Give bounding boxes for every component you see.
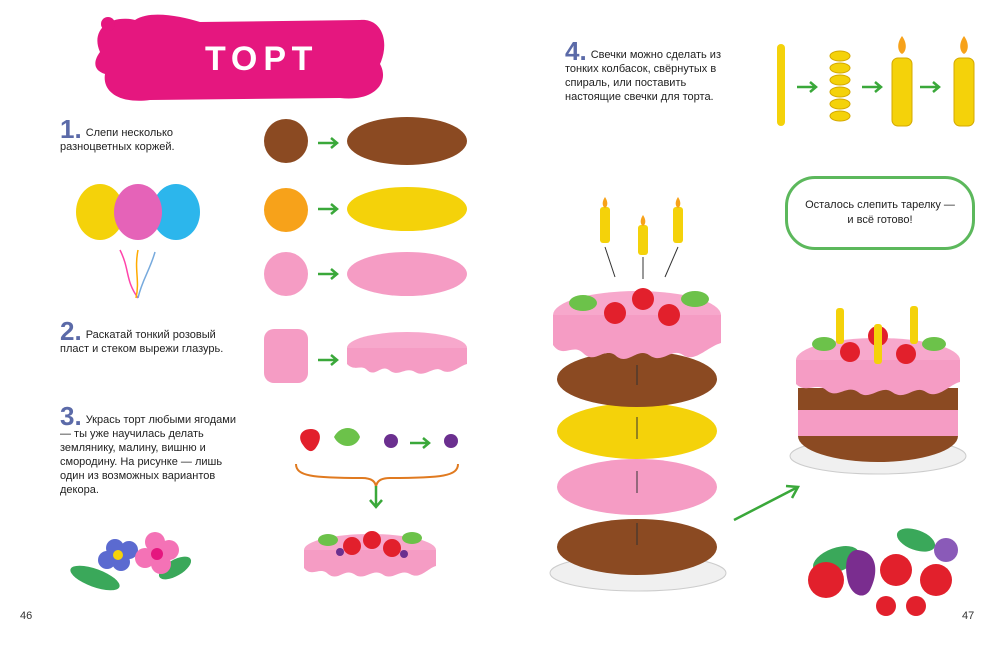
- pink-sheet-icon: [264, 329, 308, 383]
- strawberry-icon: [300, 429, 320, 452]
- step-2-number: 2.: [60, 316, 82, 346]
- orange-ball-icon: [264, 188, 308, 232]
- finished-cake-icon: [789, 306, 967, 475]
- yellow-layer-icon: [347, 187, 467, 231]
- page-title: ТОРТ: [205, 40, 319, 78]
- page-number-left: 46: [20, 610, 33, 622]
- candle-icon: [953, 36, 975, 127]
- icing-icon: [347, 332, 467, 374]
- cake-assembly-diagram: [549, 197, 727, 592]
- pink-ball-icon: [264, 252, 308, 296]
- flowers-icon: [70, 532, 192, 591]
- candle-icon: [891, 36, 913, 127]
- step-4-text: Свечки можно сделать из тонких колбасок,…: [565, 49, 721, 103]
- arrow-icon: [797, 81, 818, 93]
- arrow-icon: [318, 137, 339, 149]
- brace-icon: [295, 463, 459, 509]
- currant-icon: [384, 434, 398, 448]
- decorated-icing-icon: [304, 531, 436, 577]
- brown-ball-icon: [264, 119, 308, 163]
- pink-layer-icon: [347, 252, 467, 296]
- step-3: 3.Укрась торт любыми ягодами — ты уже на…: [60, 403, 240, 497]
- brown-layer-icon: [347, 117, 467, 165]
- currant-icon: [444, 434, 458, 448]
- leaf-icon: [334, 428, 360, 446]
- arrow-icon: [318, 268, 339, 280]
- step-2: 2.Раскатай тонкий розовый пласт и стеком…: [60, 318, 230, 356]
- arrow-icon: [862, 81, 883, 93]
- balloons-icon: [76, 184, 200, 299]
- step-2-text: Раскатай тонкий розовый пласт и стеком в…: [60, 329, 224, 355]
- step-1-text: Слепи несколько разноцветных коржей.: [60, 127, 175, 153]
- final-note: Осталось слепить тарелку — и всё готово!: [785, 176, 975, 250]
- step-3-text: Укрась торт любыми ягодами — ты уже науч…: [60, 414, 237, 496]
- arrow-icon: [920, 81, 941, 93]
- step-1: 1.Слепи несколько разноцветных коржей.: [60, 116, 210, 154]
- arrow-icon: [410, 437, 431, 449]
- candle-roll-icon: [777, 44, 785, 126]
- step-4: 4.Свечки можно сделать из тонких колбасо…: [565, 38, 745, 104]
- step-1-number: 1.: [60, 114, 82, 144]
- candle-spiral-icon: [829, 50, 851, 122]
- arrow-icon: [318, 354, 339, 366]
- page-number-right: 47: [962, 610, 975, 622]
- step-3-number: 3.: [60, 401, 82, 431]
- arrow-icon: [733, 484, 801, 522]
- arrow-icon: [318, 203, 339, 215]
- berries-icon: [808, 528, 958, 616]
- step-4-number: 4.: [565, 36, 587, 66]
- title-background: [95, 14, 385, 101]
